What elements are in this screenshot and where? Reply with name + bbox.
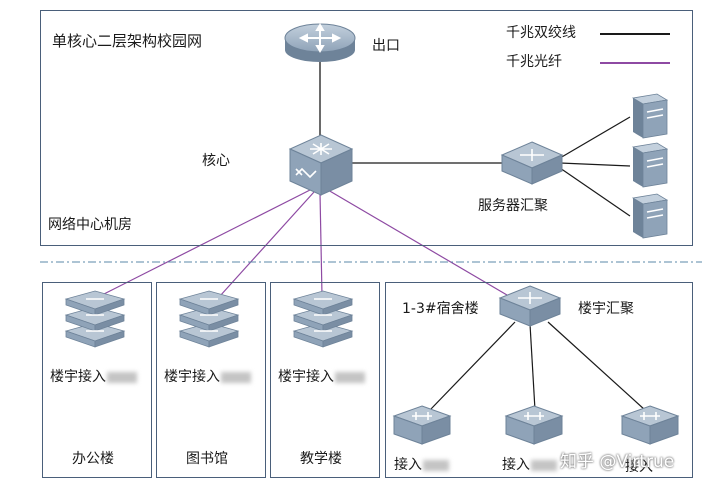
- office-building-name: 办公楼: [72, 451, 114, 467]
- dorm-access-label-3: 接入: [625, 459, 653, 475]
- stack-switch-icon: [292, 290, 354, 348]
- link-dorm-agg-access3: [547, 321, 646, 411]
- teaching-switch-label: 楼宇接入: [278, 370, 365, 384]
- watermark: 知乎 @Virtrue: [560, 452, 675, 472]
- server-agg-switch-icon: [500, 141, 564, 185]
- redacted-text: [221, 371, 251, 383]
- link-core-library: [219, 191, 315, 297]
- legend-fiber-line: [600, 62, 670, 64]
- redacted-text: [531, 459, 557, 471]
- link-core-teaching: [319, 192, 323, 297]
- link-agg-server2: [559, 162, 631, 167]
- redacted-text: [107, 371, 137, 383]
- access-switch-icon: [620, 405, 680, 445]
- link-dorm-agg-access1: [429, 321, 516, 411]
- building-box-library: [156, 282, 266, 478]
- dorm-building-name: 1-3#宿舍楼: [402, 301, 479, 317]
- building-agg-switch-icon: [498, 285, 562, 327]
- link-agg-server3: [559, 167, 631, 217]
- office-switch-label: 楼宇接入: [50, 370, 137, 384]
- redacted-text: [335, 371, 365, 383]
- server-agg-label: 服务器汇聚: [478, 198, 548, 214]
- link-agg-server1: [559, 116, 631, 159]
- dorm-box: [385, 282, 693, 478]
- exit-router-icon: [284, 23, 356, 62]
- library-switch-label: 楼宇接入: [164, 370, 251, 384]
- diagram-title: 单核心二层架构校园网: [52, 32, 203, 50]
- legend-fiber-label: 千兆光纤: [506, 54, 562, 70]
- link-core-dorm: [327, 189, 513, 299]
- network-center-box: [40, 10, 693, 246]
- exit-label: 出口: [372, 38, 400, 54]
- server-icon: [631, 93, 669, 139]
- legend-copper-label: 千兆双绞线: [506, 25, 576, 41]
- core-label: 核心: [202, 153, 230, 169]
- link-dorm-agg-access2: [529, 323, 536, 411]
- access-switch-icon: [504, 405, 564, 445]
- redacted-text: [423, 459, 449, 471]
- library-building-name: 图书馆: [186, 451, 228, 467]
- core-switch-icon: [288, 134, 354, 196]
- access-switch-icon: [392, 405, 452, 445]
- building-box-teaching: [270, 282, 380, 478]
- stack-switch-icon: [64, 290, 126, 348]
- link-core-office: [99, 189, 311, 297]
- dorm-access-label-2: 接入: [502, 458, 557, 472]
- dorm-agg-label: 楼宇汇聚: [578, 301, 634, 317]
- dorm-access-label-1: 接入: [394, 458, 449, 472]
- teaching-building-name: 教学楼: [300, 451, 342, 467]
- room-label: 网络中心机房: [48, 217, 132, 233]
- legend-copper-line: [600, 33, 670, 35]
- server-icon: [631, 193, 669, 239]
- server-icon: [631, 142, 669, 188]
- stack-switch-icon: [178, 290, 240, 348]
- building-box-office: [42, 282, 152, 478]
